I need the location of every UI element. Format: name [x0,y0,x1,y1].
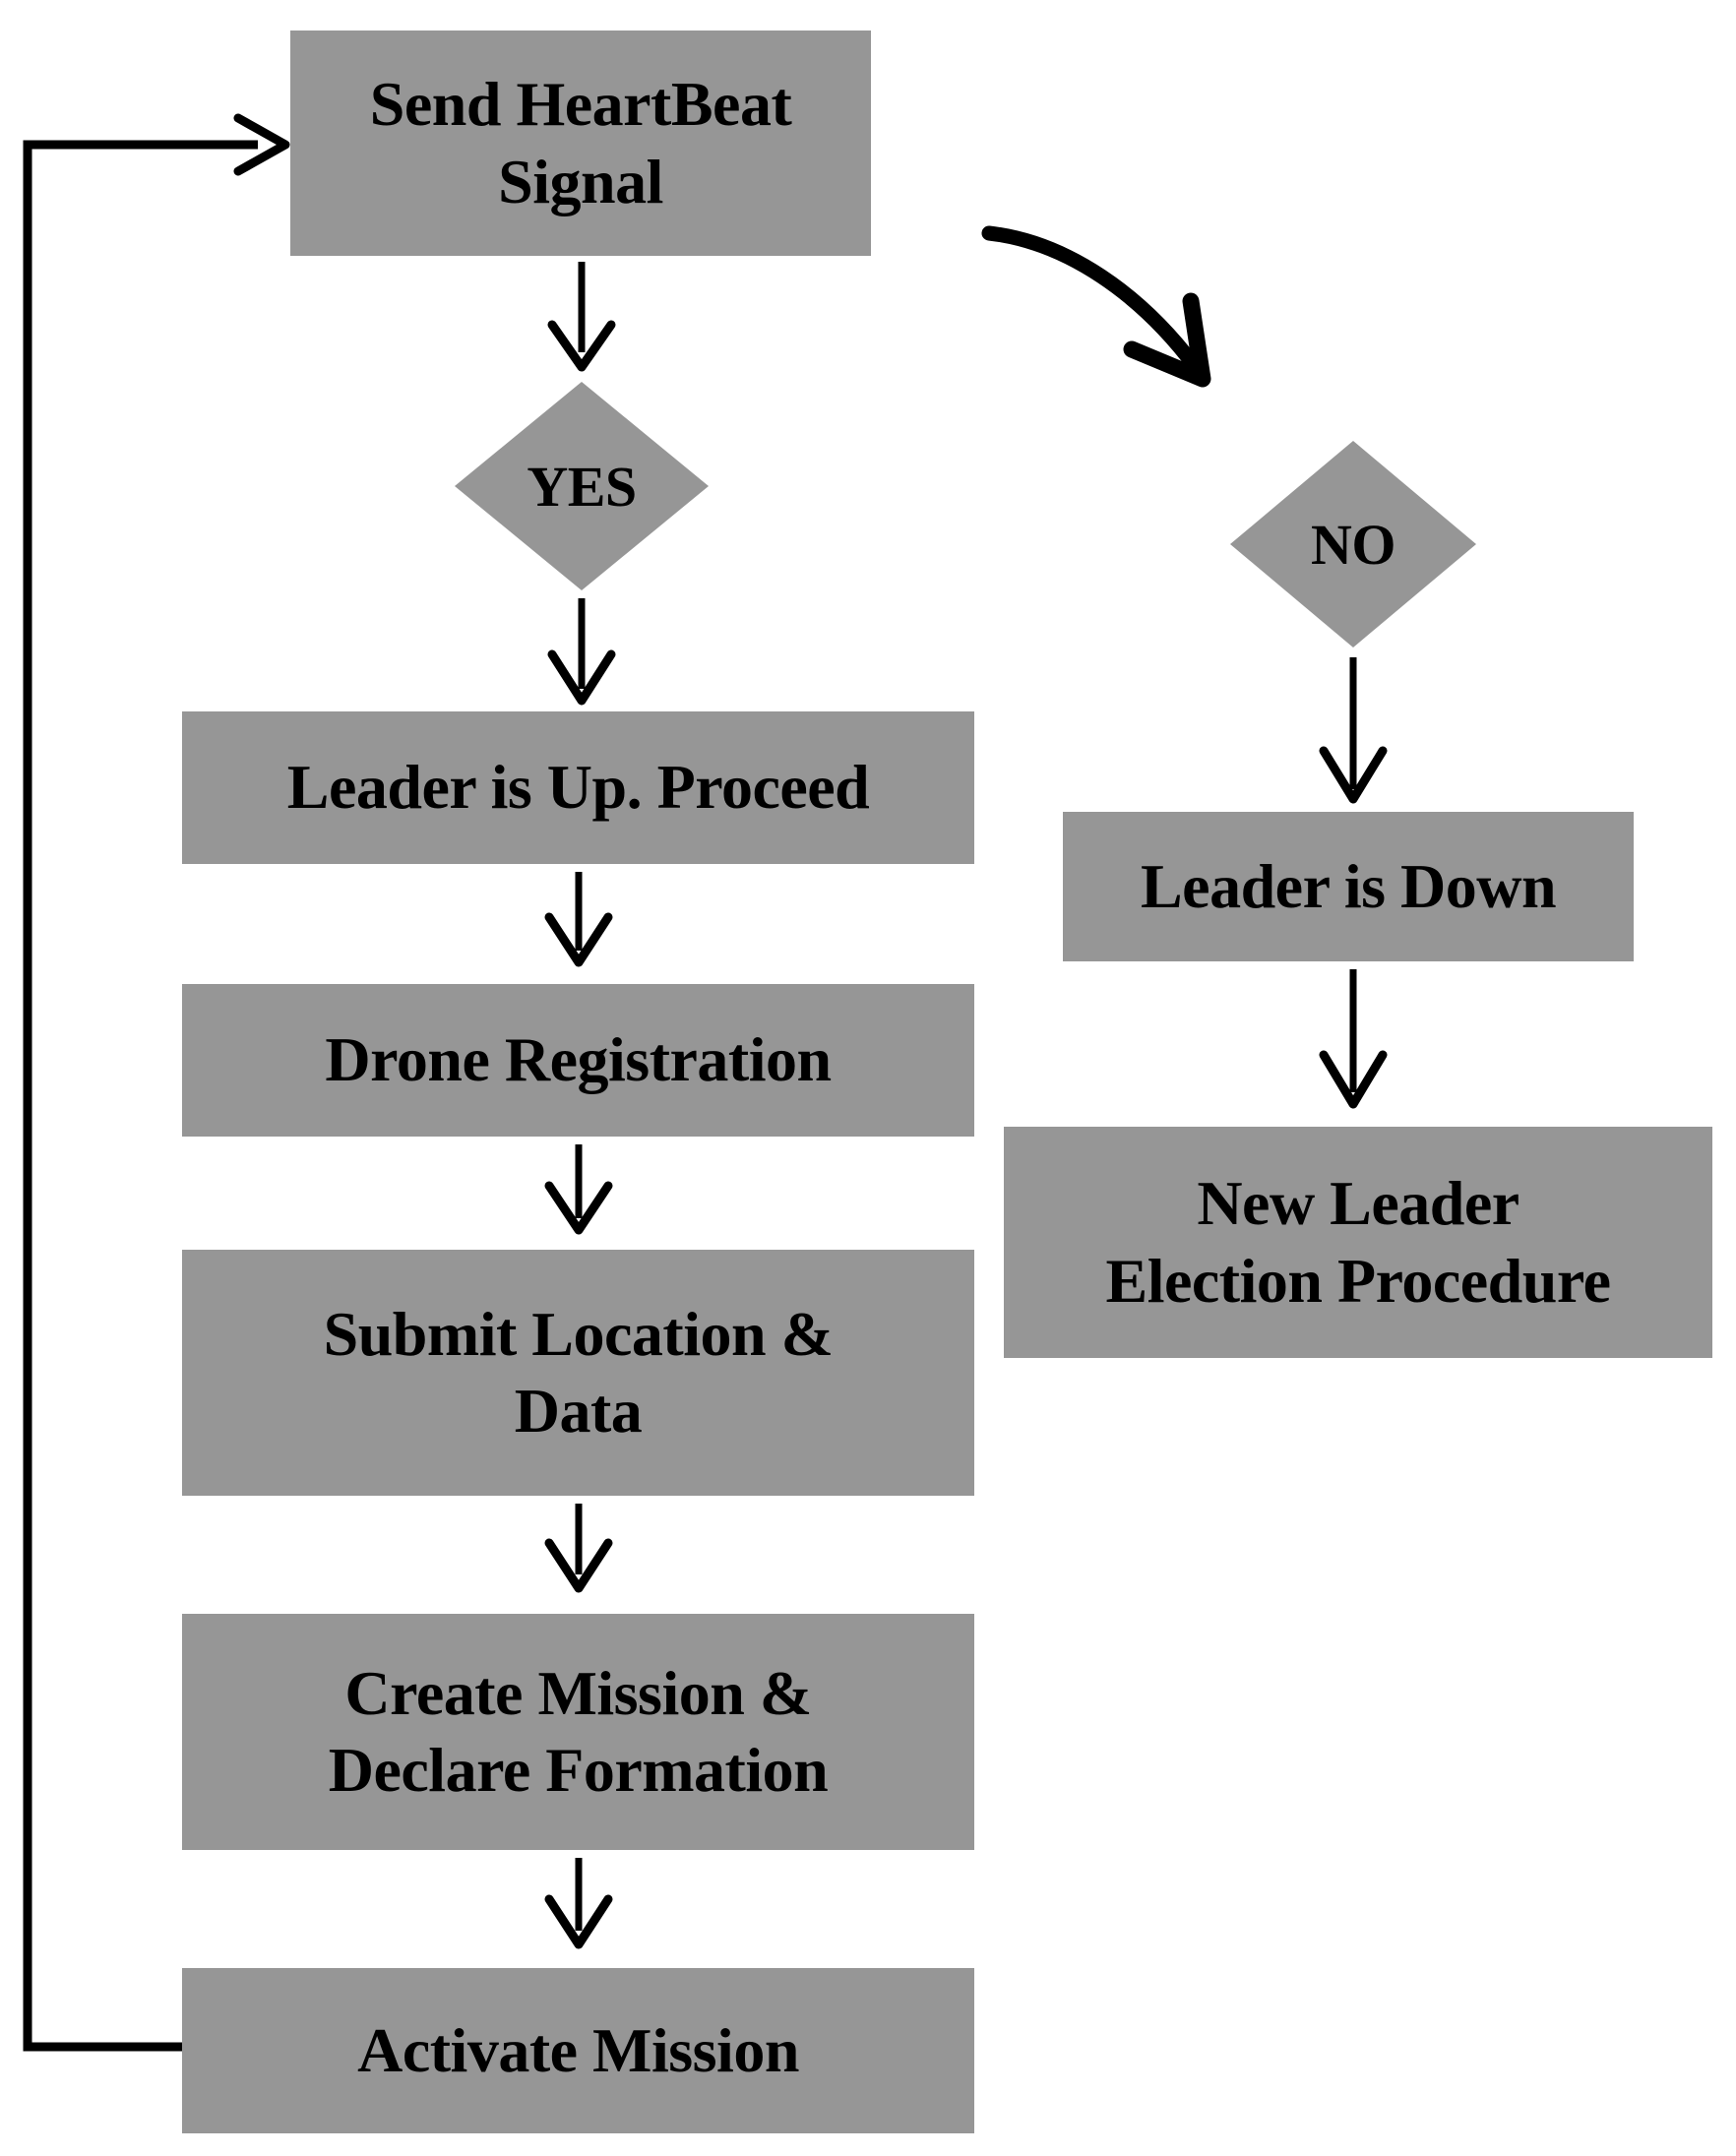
edge-heartbeat-to-yes [547,262,616,372]
node-label: NO [1311,512,1396,577]
edge-heartbeat-to-no [981,225,1211,388]
node-label: Leader is Down [1140,850,1557,921]
node-activate-mission[interactable]: Activate Mission [182,1968,974,2133]
node-label: Submit Location &Data [323,1298,834,1446]
node-decision-no[interactable]: NO [1230,441,1476,647]
node-decision-yes[interactable]: YES [455,382,709,590]
node-create-mission-and-declare-formation[interactable]: Create Mission &Declare Formation [182,1614,974,1850]
edge-leader-down-to-new-election [1319,969,1388,1109]
node-label: Drone Registration [325,1024,832,1095]
node-leader-is-down[interactable]: Leader is Down [1063,812,1634,961]
node-drone-registration[interactable]: Drone Registration [182,984,974,1137]
node-label: YES [527,454,637,519]
node-submit-location-and-data[interactable]: Submit Location &Data [182,1250,974,1496]
edge-create-mission-to-activate [544,1858,613,1949]
node-leader-is-up-proceed[interactable]: Leader is Up. Proceed [182,711,974,864]
edge-drone-registration-to-submit [544,1144,613,1235]
node-label: Activate Mission [357,2014,799,2085]
edge-leader-up-to-drone-registration [544,872,613,967]
edge-no-to-leader-down [1319,657,1388,804]
node-label: Leader is Up. Proceed [286,752,870,823]
edge-submit-to-create-mission [544,1504,613,1593]
node-label: Create Mission &Declare Formation [328,1657,829,1805]
edge-yes-to-leader-up [547,598,616,706]
